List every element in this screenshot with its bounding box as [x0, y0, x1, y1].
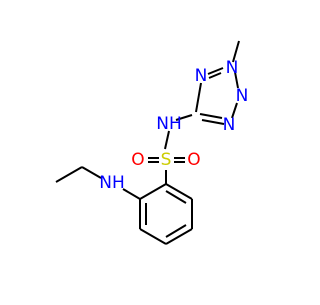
- bond-ring-n-n-top: [207, 67, 224, 75]
- atom-nh-amine: NH: [99, 173, 125, 193]
- bond-benzene-4: [165, 228, 193, 245]
- atom-n-methyl: N: [226, 58, 239, 78]
- bond-ring-c-n-bottom-double: [199, 113, 223, 119]
- bond-benzene-6-double: [165, 190, 187, 204]
- bond-nh-s: [164, 130, 170, 150]
- atom-n-tetrazole-a: N: [195, 66, 208, 86]
- bond-ring-n-n-top-double: [208, 72, 222, 79]
- atom-n-tetrazole-c: N: [223, 115, 236, 135]
- bond-ring-n-c-left: [195, 82, 202, 113]
- atom-sulfur: S: [161, 150, 172, 170]
- bond-benzene-4-double: [165, 224, 187, 238]
- atom-n-tetrazole-b: N: [236, 86, 249, 106]
- atom-nh-sulfonamide: NH: [156, 114, 182, 134]
- atom-labels: N N N N NH S O O NH: [99, 58, 248, 193]
- bond-benzene-1: [139, 183, 167, 200]
- bond-ring-n-n-upper-right: [234, 71, 239, 89]
- bond-ring-c-n-bottom: [201, 119, 225, 125]
- bond-methyl-n: [232, 40, 240, 63]
- atom-oxygen-left: O: [131, 150, 144, 170]
- bonds: [55, 40, 240, 245]
- bond-ring-n-n-right: [231, 102, 238, 119]
- bond-benzene-3: [139, 228, 167, 245]
- atom-oxygen-right: O: [187, 150, 200, 170]
- bond-benzene-6: [165, 183, 193, 200]
- molecule-structure: N N N N NH S O O NH: [55, 40, 248, 245]
- bond-ring-nh-amine: [122, 188, 141, 200]
- bond-c-nh: [175, 114, 193, 121]
- bond-ethyl-ch2-ch3: [55, 166, 83, 183]
- bond-nh-ethyl-ch2: [81, 166, 102, 179]
- molecule-canvas: N N N N NH S O O NH: [55, 40, 248, 245]
